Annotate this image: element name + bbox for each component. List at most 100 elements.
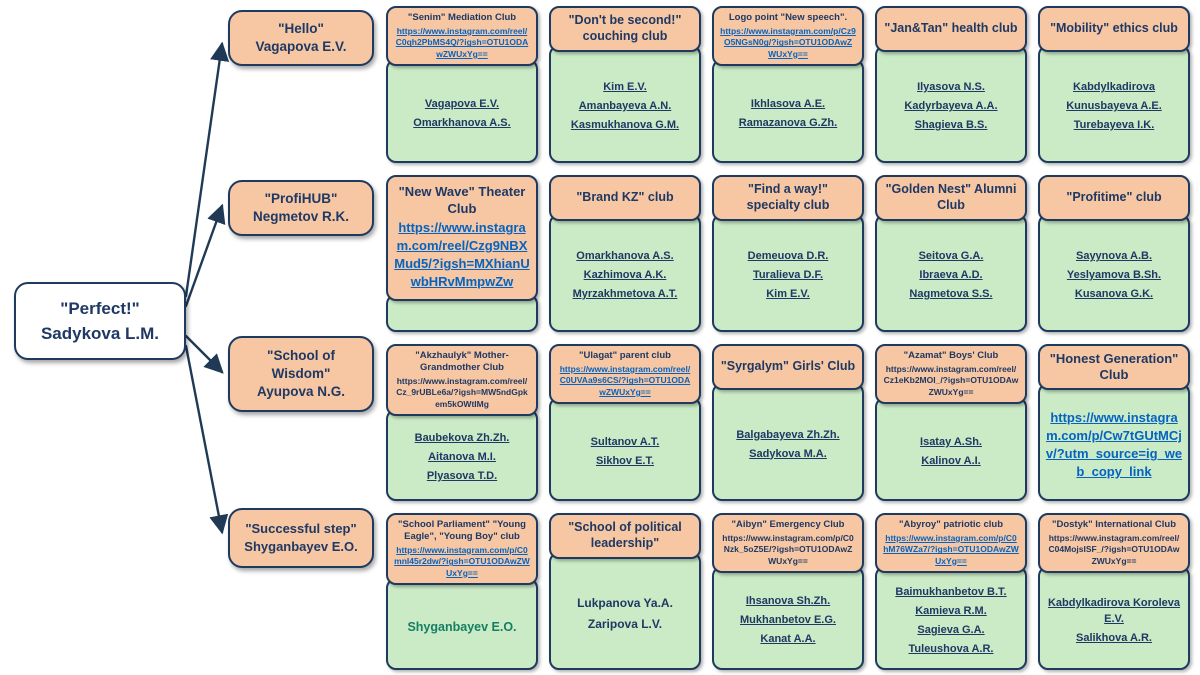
club-instagram-link[interactable]: https://www.instagram.com/p/C0hM76WZa7/?…	[883, 532, 1019, 566]
club-card-header: "Mobility" ethics club	[1038, 6, 1190, 52]
branch-title: "Hello"	[278, 20, 324, 36]
member-name-link[interactable]: Plyasova T.D.	[426, 470, 498, 483]
member-name-link[interactable]: Shyganbayev E.O.	[407, 620, 517, 635]
club-title: "School of political leadership"	[568, 520, 682, 550]
club-card-header: "School Parliament" "Young Eagle", "Youn…	[386, 513, 538, 586]
member-name-link[interactable]: Demeuova D.R.	[747, 250, 829, 263]
member-name-link[interactable]: Isatay A.Sh.	[920, 435, 982, 448]
member-name-link[interactable]: Shagieva B.S.	[914, 118, 988, 131]
member-name-link[interactable]: Ramazanova G.Zh.	[738, 116, 838, 129]
member-name-link[interactable]: Tuleushova A.R.	[908, 642, 994, 655]
member-name-link[interactable]: Sikhov E.T.	[595, 454, 655, 467]
connector-line	[184, 334, 224, 374]
club-members: Baubekova Zh.Zh. Aitanova M.I. Plyasova …	[386, 409, 538, 501]
club-members: Sultanov A.T. Sikhov E.T.	[549, 397, 701, 501]
member-name-link[interactable]: Omarkhanova A.S.	[576, 250, 674, 263]
member-name-link[interactable]: Kabdylkadirova	[1073, 81, 1155, 94]
member-name-link[interactable]: Aitanova M.I.	[428, 451, 496, 464]
member-name-link[interactable]: Kamieva R.M.	[915, 604, 987, 617]
member-name-link[interactable]: Baimukhanbetov B.T.	[895, 585, 1007, 598]
club-card-header: "Abyroy" patriotic club https://www.inst…	[875, 513, 1027, 574]
club-members: Balgabayeva Zh.Zh. Sadykova M.A.	[712, 383, 864, 501]
member-name-link[interactable]: Salikhova A.R.	[1075, 631, 1152, 644]
club-card-header: "Don't be second!" couching club	[549, 6, 701, 52]
member-name-link[interactable]: Kunusbayeva A.E.	[1066, 100, 1162, 113]
club-members: Vagapova E.V. Omarkhanova A.S.	[386, 59, 538, 163]
member-name-link[interactable]: Ilyasova N.S.	[917, 81, 985, 94]
member-name-link[interactable]: Zaripova L.V.	[587, 616, 663, 631]
club-card: "School Parliament" "Young Eagle", "Youn…	[386, 513, 538, 670]
club-title: "Golden Nest" Alumni Club	[885, 182, 1017, 212]
club-instagram-link[interactable]: https://www.instagram.com/reel/Cz_9rUBLe…	[396, 375, 528, 409]
member-name-link[interactable]: Sadykova M.A.	[749, 447, 827, 460]
club-card: "Don't be second!" couching club Kim E.V…	[549, 6, 701, 163]
club-members: Ilyasova N.S. Kadyrbayeva A.A. Shagieva …	[875, 45, 1027, 163]
club-card: "Jan&Tan" health club Ilyasova N.S. Kady…	[875, 6, 1027, 163]
branch-title: "ProfiHUB"	[264, 190, 338, 206]
club-title: "Aibyn" Emergency Club	[731, 519, 845, 530]
club-title: "School Parliament" "Young Eagle", "Youn…	[398, 519, 526, 542]
member-name-link[interactable]: Ihsanova Sh.Zh.	[745, 595, 831, 608]
club-card-header: "Ulagat" parent club https://www.instagr…	[549, 344, 701, 405]
member-name-link[interactable]: Ikhlasova A.E.	[750, 97, 826, 110]
club-instagram-link[interactable]: https://www.instagram.com/reel/Czg9NBXMu…	[394, 219, 530, 290]
member-name-link[interactable]: Ibraeva A.D.	[919, 269, 983, 282]
member-name-link[interactable]: Lukpanova Ya.A.	[577, 596, 673, 611]
club-title: "Abyroy" patriotic club	[898, 519, 1004, 530]
member-name-link[interactable]: Kim E.V.	[603, 81, 647, 94]
member-name-link[interactable]: Baubekova Zh.Zh.	[414, 432, 510, 445]
club-card: "Aibyn" Emergency Club https://www.insta…	[712, 513, 864, 670]
member-name-link[interactable]: Kadyrbayeva A.A.	[904, 100, 998, 113]
member-name-link[interactable]: Turalieva D.F.	[752, 269, 824, 282]
club-card-header: "Golden Nest" Alumni Club	[875, 175, 1027, 221]
club-card: Logo point "New speech". https://www.ins…	[712, 6, 864, 163]
club-cards-grid: "Senim" Mediation Club https://www.insta…	[386, 6, 1190, 670]
member-name-link[interactable]: Turebayeva I.K.	[1073, 118, 1155, 131]
member-name-link[interactable]: Omarkhanova A.S.	[413, 116, 511, 129]
branch-title: "Successful step"	[245, 521, 357, 537]
member-name-link[interactable]: Kalinov A.I.	[921, 454, 981, 467]
club-members: Kim E.V. Amanbayeva A.N. Kasmukhanova G.…	[549, 45, 701, 163]
club-instagram-link[interactable]: https://www.instagram.com/reel/C0UVAa9s6…	[559, 363, 691, 397]
member-name-link[interactable]: Balgabayeva Zh.Zh.	[736, 428, 840, 441]
club-instagram-link[interactable]: https://www.instagram.com/p/C0mnI45r2dw/…	[394, 544, 530, 578]
member-name-link[interactable]: Amanbayeva A.N.	[578, 100, 672, 113]
club-members: Seitova G.A. Ibraeva A.D. Nagmetova S.S.	[875, 214, 1027, 332]
member-name-link[interactable]: Myrzakhmetova A.T.	[572, 287, 678, 300]
club-title: "Brand KZ" club	[576, 190, 674, 205]
club-instagram-link[interactable]: https://www.instagram.com/p/C0Nzk_5oZ5E/…	[722, 532, 854, 566]
member-name-link[interactable]: Vagapova E.V.	[424, 97, 500, 110]
club-instagram-link[interactable]: https://www.instagram.com/reel/Cz1eKb2MO…	[883, 363, 1019, 397]
member-name-link[interactable]: Kanat A.A.	[760, 633, 816, 646]
club-instagram-link[interactable]: https://www.instagram.com/reel/C04MojsIS…	[1048, 532, 1180, 566]
club-title: "Syrgalym" Girls' Club	[720, 359, 856, 374]
branch-leader: Shyganbayev E.O.	[244, 539, 358, 554]
club-instagram-link[interactable]: https://www.instagram.com/reel/C0qh2PbMS…	[395, 25, 529, 59]
club-card-header: Logo point "New speech". https://www.ins…	[712, 6, 864, 67]
member-name-link[interactable]: Kazhimova A.K.	[583, 269, 667, 282]
club-card: "Honest Generation" Club https://www.ins…	[1038, 344, 1190, 501]
member-name-link[interactable]: Yeslyamova B.Sh.	[1066, 269, 1162, 282]
club-title: "Azamat" Boys' Club	[903, 350, 999, 361]
member-name-link[interactable]: Kabdylkadirova Koroleva E.V.	[1047, 596, 1181, 625]
member-name-link[interactable]: Kasmukhanova G.M.	[570, 118, 680, 131]
club-card: "Dostyk" International Club https://www.…	[1038, 513, 1190, 670]
member-name-link[interactable]: Seitova G.A.	[918, 250, 984, 263]
club-card: "Profitime" club Sayynova A.B. Yeslyamov…	[1038, 175, 1190, 332]
club-card-header: "Profitime" club	[1038, 175, 1190, 221]
club-card-header: "Senim" Mediation Club https://www.insta…	[386, 6, 538, 67]
member-name-link[interactable]: Sagieva G.A.	[917, 623, 985, 636]
club-card: "School of political leadership" Lukpano…	[549, 513, 701, 670]
club-title: "Ulagat" parent club	[579, 350, 671, 361]
member-name-link[interactable]: Sayynova A.B.	[1075, 250, 1152, 263]
club-card: "Brand KZ" club Omarkhanova A.S. Kazhimo…	[549, 175, 701, 332]
club-instagram-link[interactable]: https://www.instagram.com/p/Cz9O5NGsN0g/…	[720, 25, 856, 59]
club-instagram-link[interactable]: https://www.instagram.com/p/Cw7tGUtMCjv/…	[1045, 409, 1183, 480]
member-name-link[interactable]: Mukhanbetov E.G.	[740, 614, 836, 627]
club-title: "Profitime" club	[1066, 190, 1162, 205]
member-name-link[interactable]: Kusanova G.K.	[1074, 287, 1154, 300]
club-card-header: "Akzhaulyk" Mother-Grandmother Club http…	[386, 344, 538, 417]
member-name-link[interactable]: Kim E.V.	[766, 287, 810, 300]
member-name-link[interactable]: Nagmetova S.S.	[909, 287, 993, 300]
member-name-link[interactable]: Sultanov A.T.	[590, 435, 660, 448]
